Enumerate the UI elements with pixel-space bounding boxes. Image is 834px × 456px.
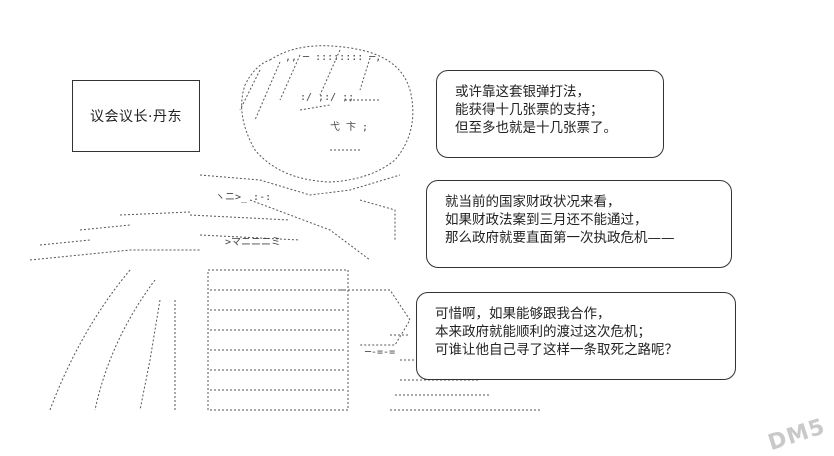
ascii-art-character: ,, ─ :::::::: ─, :/ ;:/ ;; 弋 卞 ; ヽニ>_ :-…	[29, 45, 540, 411]
speech-bubble-2: 就当前的国家财政状况来看， 如果财政法案到三月还不能通过， 那么政府就要直面第一…	[426, 180, 732, 268]
speech-bubble-1: 或许靠这套银弹打法， 能获得十几张票的支持； 但至多也就是十几张票了。	[436, 70, 664, 158]
speaker-name-box: 议会议长·丹东	[72, 80, 200, 152]
ascii-fragment: ヽニ>_ :-:	[215, 192, 271, 203]
bubble-line: 可惜啊，如果能够跟我合作，	[435, 306, 611, 322]
bubble-line: 但至多也就是十几张票了。	[455, 120, 617, 136]
ascii-fragment: >マニニニミ	[225, 237, 281, 248]
ascii-fragment: :/ ;:/ ;;	[300, 92, 354, 103]
speech-bubble-3: 可惜啊，如果能够跟我合作， 本来政府就能顺利的渡过这次危机； 可谁让他自己寻了这…	[416, 292, 736, 380]
bubble-line: 可谁让他自己寻了这样一条取死之路呢？	[435, 342, 678, 358]
bubble-line: 或许靠这套银弹打法，	[455, 84, 590, 100]
bubble-line: 就当前的国家财政状况来看，	[445, 194, 621, 210]
bubble-line: 本来政府就能顺利的渡过这次危机；	[435, 324, 651, 340]
ascii-fragment: 弋 卞 ;	[330, 120, 368, 133]
bubble-line: 能获得十几张票的支持；	[455, 102, 604, 118]
speaker-name: 议会议长·丹东	[90, 109, 182, 125]
ascii-fragment: ─-=-=	[364, 347, 395, 358]
bubble-line: 如果财政法案到三月还不能通过，	[445, 212, 648, 228]
ascii-fragment: ,, ─ :::::::: ─,	[285, 52, 381, 63]
bubble-line: 那么政府就要直面第一次执政危机——	[445, 230, 675, 246]
